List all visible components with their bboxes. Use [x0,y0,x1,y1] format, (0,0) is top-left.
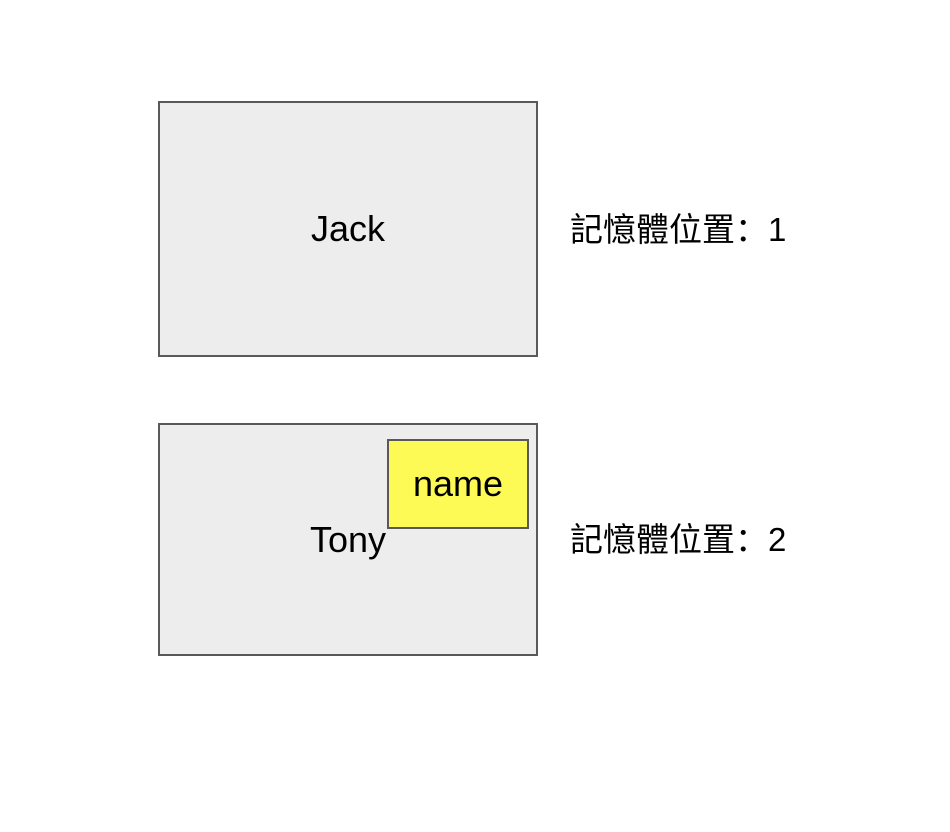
memory-value-tony: Tony [309,518,387,560]
memory-value-jack: Jack [310,208,386,249]
memory-box-2: name Tony [158,423,538,656]
variable-name-tag-label: name [412,463,504,504]
memory-location-label-2: 記憶體位置：2 [570,521,787,559]
memory-location-label-1: 記憶體位置：1 [570,211,787,249]
variable-name-tag: name [387,439,529,529]
memory-box-1: Jack [158,101,538,357]
